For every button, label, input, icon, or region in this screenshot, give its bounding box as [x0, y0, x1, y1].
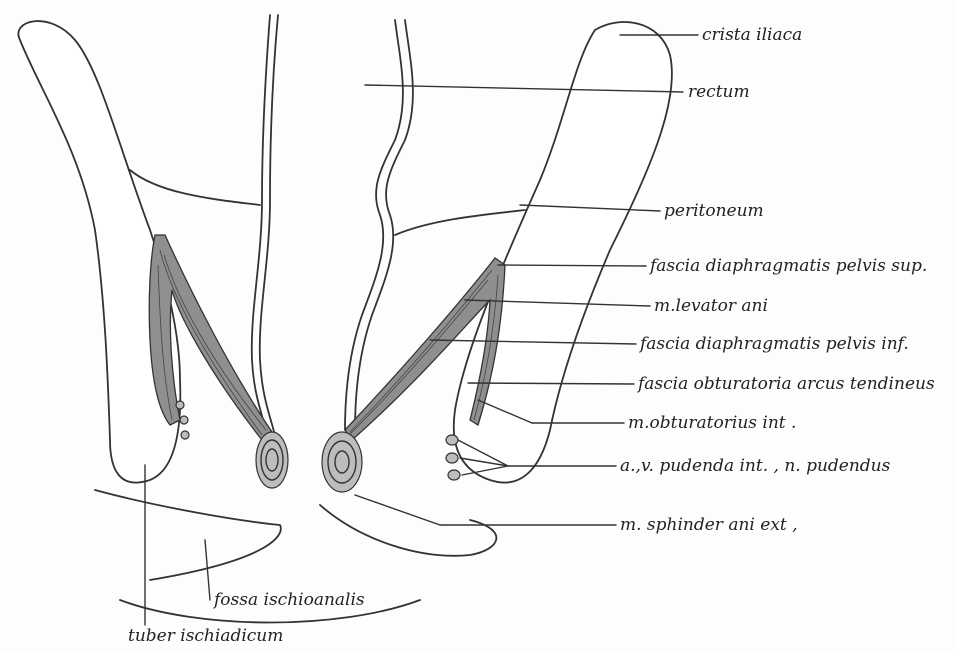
rectum-wall-left-inner: [260, 15, 278, 440]
label-tuber: tuber ischiadicum: [128, 628, 283, 645]
label-fascia-obturatoria: fascia obturatoria arcus tendineus: [638, 376, 935, 393]
label-crista-iliaca: crista iliaca: [702, 27, 802, 44]
peritoneum-right: [395, 210, 525, 235]
label-rectum: rectum: [688, 84, 750, 101]
label-fascia-inf: fascia diaphragmatis pelvis inf.: [640, 336, 909, 353]
skin-right: [320, 505, 496, 556]
peritoneum-left: [130, 170, 260, 205]
leader-fascia-sup: [498, 265, 646, 266]
rectum-wall-right-outer: [345, 20, 403, 430]
label-sphincter: m. sphinder ani ext ,: [620, 517, 798, 534]
label-peritoneum: peritoneum: [664, 203, 764, 220]
leader-fascia-obturatoria: [468, 383, 634, 384]
leader-sphincter-1: [355, 495, 440, 525]
leader-fossa: [205, 540, 210, 600]
label-pudenda: a.,v. pudenda int. , n. pudendus: [620, 458, 890, 475]
label-fascia-sup: fascia diaphragmatis pelvis sup.: [650, 258, 927, 275]
right-sphincter-ani-ext: [322, 432, 362, 492]
skin-left: [95, 490, 281, 580]
label-levator-ani: m.levator ani: [654, 298, 768, 315]
label-fossa: fossa ischioanalis: [214, 592, 365, 609]
right-pudendal-vessels: [446, 435, 460, 480]
label-obturatorius: m.obturatorius int .: [628, 415, 796, 432]
left-sphincter-ani-ext: [256, 432, 288, 488]
